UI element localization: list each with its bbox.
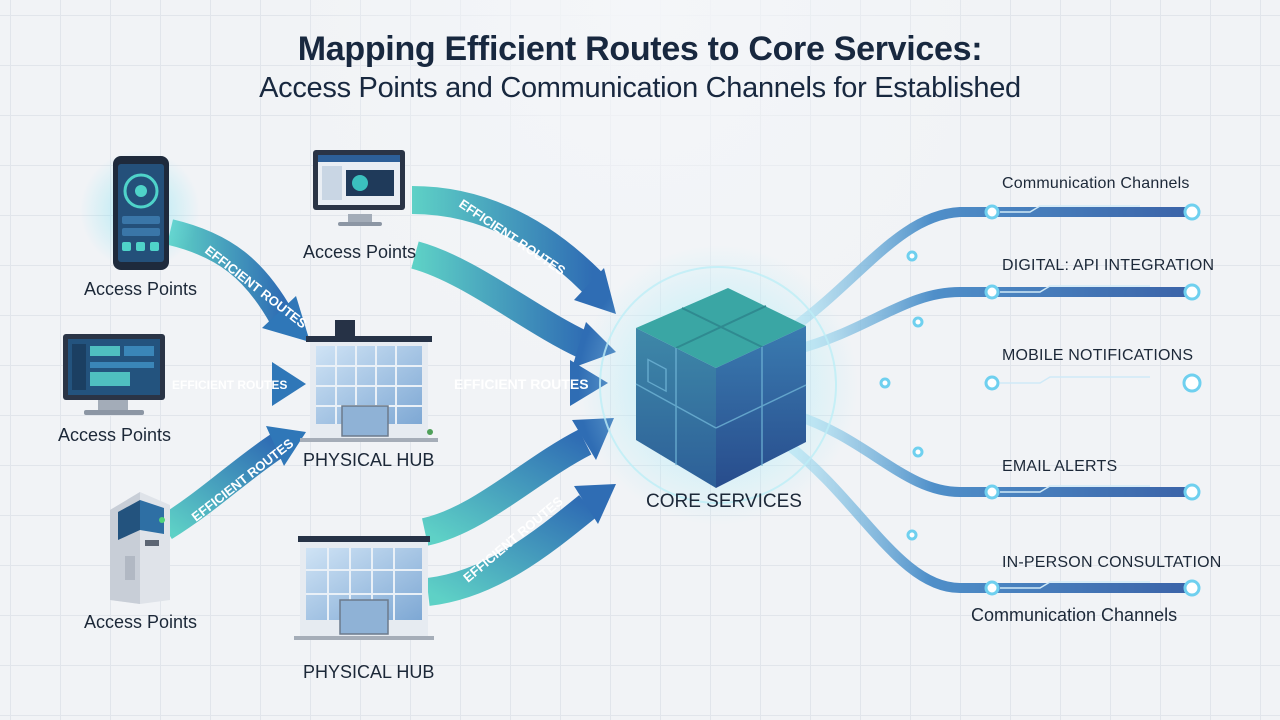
- core-services-cube: [578, 245, 858, 525]
- channel-label-api: DIGITAL: API INTEGRATION: [1002, 257, 1215, 274]
- physical-hub-label-lower: PHYSICAL HUB: [303, 662, 435, 682]
- route-arrow-kiosk-hub: [158, 434, 286, 540]
- desktop-monitor-icon: [63, 334, 165, 415]
- kiosk-icon: [110, 492, 170, 604]
- smartphone-icon: [80, 150, 200, 270]
- access-point-label-kiosk: Access Points: [84, 612, 198, 632]
- route-label-phone-hub: EFFICIENT ROUTES: [202, 243, 310, 332]
- route-arrow-lower-hub-core: [421, 429, 592, 546]
- cube-icon: [635, 288, 807, 488]
- core-services-label: CORE SERVICES: [646, 491, 802, 512]
- building-icon: [300, 320, 438, 442]
- route-label-hub-core: EFFICIENT ROUTES: [454, 376, 589, 392]
- channel-line-4: [793, 410, 1192, 497]
- route-label-desktop-hub: EFFICIENT ROUTES: [172, 378, 287, 392]
- route-arrow-desktop-top-core: [411, 186, 602, 292]
- channels-footer: Communication Channels: [971, 605, 1178, 625]
- diagram-subtitle: Access Points and Communication Channels…: [259, 72, 1021, 104]
- channel-line-2: [793, 287, 1192, 355]
- channel-label-email: EMAIL ALERTS: [1002, 458, 1118, 475]
- route-label-kiosk-hub: EFFICIENT ROUTES: [189, 435, 297, 524]
- access-point-label-desktop: Access Points: [58, 425, 172, 445]
- desktop-monitor-icon-top: [313, 150, 405, 226]
- building-icon-lower: [294, 536, 434, 640]
- channel-label-mobile: MOBILE NOTIFICATIONS: [1002, 347, 1194, 364]
- channel-label-in-person: IN-PERSON CONSULTATION: [1002, 554, 1222, 571]
- access-point-label-phone: Access Points: [84, 279, 198, 299]
- physical-hub-label-upper: PHYSICAL HUB: [303, 450, 435, 470]
- channels-header: Communication Channels: [1002, 175, 1190, 192]
- diagram-title: Mapping Efficient Routes to Core Service…: [297, 30, 983, 68]
- access-point-label-desktop-top: Access Points: [303, 242, 417, 262]
